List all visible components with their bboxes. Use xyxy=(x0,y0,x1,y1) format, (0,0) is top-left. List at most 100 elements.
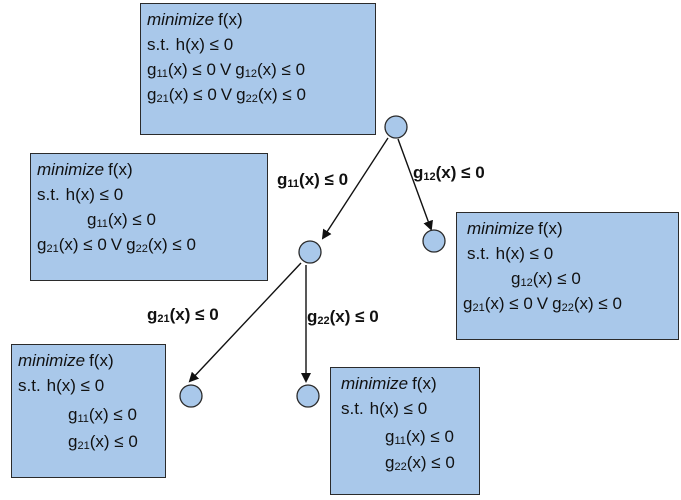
fixed-constraint-line-2: g21(x) ≤ 0 xyxy=(18,429,159,454)
le-zero: (x) ≤ 0 xyxy=(406,453,455,472)
subscript: 22 xyxy=(245,93,258,105)
constraint-h: h(x) ≤ 0 xyxy=(46,376,105,395)
le-zero: (x) ≤ 0 xyxy=(167,60,216,79)
subscript: 11 xyxy=(156,68,168,80)
g-symbol: g xyxy=(552,294,562,313)
fixed-constraint-line-2: g22(x) ≤ 0 xyxy=(341,450,473,475)
subscript: 11 xyxy=(77,413,89,425)
edge-label-left-to-leftleft: g21(x) ≤ 0 xyxy=(147,305,219,325)
le-zero: (x) ≤ 0 xyxy=(329,307,379,326)
edge-label-left-to-leftright: g22(x) ≤ 0 xyxy=(307,307,379,327)
le-zero: (x) ≤ 0 xyxy=(299,170,349,189)
subscript: 21 xyxy=(157,313,170,325)
le-zero: (x) ≤ 0 xyxy=(169,305,219,324)
edge-label-root-to-right: g12(x) ≤ 0 xyxy=(413,163,485,183)
node-left xyxy=(298,240,322,264)
le-zero: (x) ≤ 0 xyxy=(532,269,581,288)
subscript: 21 xyxy=(46,243,59,255)
g-symbol: g xyxy=(68,432,78,451)
g-symbol: g xyxy=(68,405,78,424)
node-left-right xyxy=(296,384,320,408)
subscript: 21 xyxy=(77,440,90,452)
constraint-h: h(x) ≤ 0 xyxy=(369,399,428,418)
le-zero: (x) ≤ 0 xyxy=(573,294,622,313)
st-line: s.t.h(x) ≤ 0 xyxy=(467,241,672,266)
subscript: 22 xyxy=(317,315,330,327)
node-right xyxy=(422,229,446,253)
g-symbol: g xyxy=(147,305,158,324)
subscript: 12 xyxy=(520,277,533,289)
or-symbol: V xyxy=(220,85,233,104)
subscript: 11 xyxy=(287,178,300,190)
le-zero: (x) ≤ 0 xyxy=(58,235,107,254)
objective-function: f(x) xyxy=(89,351,114,370)
le-zero: (x) ≤ 0 xyxy=(405,427,454,446)
subscript: 11 xyxy=(96,218,108,230)
or-symbol: V xyxy=(219,60,232,79)
g-symbol: g xyxy=(413,163,424,182)
or-symbol: V xyxy=(110,235,123,254)
st-line: s.t.h(x) ≤ 0 xyxy=(18,373,159,398)
subscript: 21 xyxy=(156,93,169,105)
g-symbol: g xyxy=(385,453,395,472)
node-left-left xyxy=(179,384,203,408)
g-symbol: g xyxy=(307,307,318,326)
subscript: 22 xyxy=(561,302,574,314)
objective-keyword: minimize xyxy=(467,219,535,238)
le-zero: (x) ≤ 0 xyxy=(168,85,217,104)
st-line: s.t. h(x) ≤ 0 xyxy=(147,32,369,57)
fixed-constraint-line: g11(x) ≤ 0 xyxy=(37,207,261,232)
fixed-constraint-line: g12(x) ≤ 0 xyxy=(467,266,672,291)
constraint-h: h(x) ≤ 0 xyxy=(65,185,124,204)
subscript: 22 xyxy=(135,243,148,255)
g-symbol: g xyxy=(126,235,136,254)
le-zero: (x) ≤ 0 xyxy=(89,432,138,451)
objective-function: f(x) xyxy=(218,10,243,29)
g-symbol: g xyxy=(87,210,97,229)
objective-keyword: minimize xyxy=(341,374,409,393)
g-symbol: g xyxy=(277,170,288,189)
g-symbol: g xyxy=(235,60,245,79)
st-line: s.t. h(x) ≤ 0 xyxy=(37,182,261,207)
le-zero: (x) ≤ 0 xyxy=(147,235,196,254)
subject-to-label: s.t. xyxy=(147,35,170,54)
g-symbol: g xyxy=(236,85,246,104)
le-zero: (x) ≤ 0 xyxy=(88,405,137,424)
node-root xyxy=(384,115,408,139)
g-symbol: g xyxy=(147,60,157,79)
subscript: 22 xyxy=(394,461,407,473)
constraint-h: h(x) ≤ 0 xyxy=(175,35,234,54)
le-zero: (x) ≤ 0 xyxy=(257,85,306,104)
g-symbol: g xyxy=(511,269,521,288)
subject-to-label: s.t. xyxy=(341,399,364,418)
st-line: s.t. h(x) ≤ 0 xyxy=(341,396,473,421)
objective-keyword: minimize xyxy=(37,160,105,179)
subscript: 11 xyxy=(394,435,406,447)
objective-function: f(x) xyxy=(412,374,437,393)
edge-root-to-right xyxy=(397,138,433,231)
subject-to-label: s.t. xyxy=(37,185,60,204)
fixed-constraint-line-1: g11(x) ≤ 0 xyxy=(18,402,159,427)
objective-keyword: minimize xyxy=(18,351,86,370)
g-symbol: g xyxy=(147,85,157,104)
subscript: 12 xyxy=(423,171,436,183)
le-zero: (x) ≤ 0 xyxy=(435,163,485,182)
edge-root-to-left xyxy=(321,137,389,240)
le-zero: (x) ≤ 0 xyxy=(107,210,156,229)
le-zero: (x) ≤ 0 xyxy=(257,60,306,79)
objective-function: f(x) xyxy=(538,219,563,238)
subscript: 12 xyxy=(244,68,258,80)
